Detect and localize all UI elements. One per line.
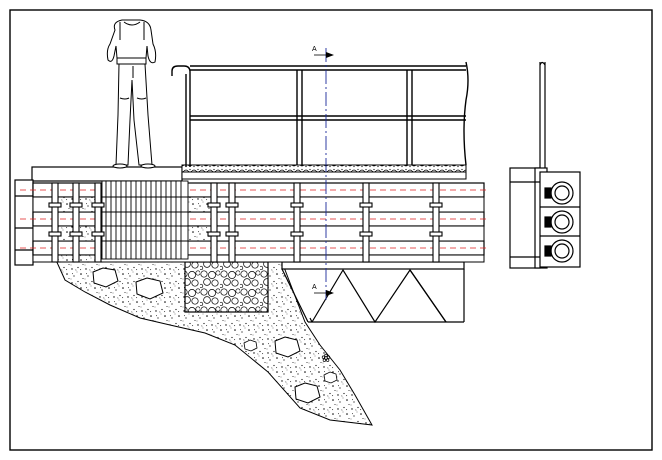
- pipe-clamp: [290, 231, 304, 237]
- gravel-deck: [181, 164, 467, 180]
- pipe-clamp: [207, 202, 221, 208]
- standing-person: [106, 19, 157, 169]
- drawing-frame: [9, 9, 653, 451]
- pipe-support-post: [51, 182, 59, 263]
- pipe-support-post: [94, 182, 102, 263]
- pipe-clamp: [290, 202, 304, 208]
- pipe-clamp: [429, 231, 443, 237]
- pipe-clamp: [48, 231, 62, 237]
- pipe-clamp: [225, 202, 239, 208]
- pipe-clamp: [91, 202, 105, 208]
- pipe-support-post: [228, 182, 236, 263]
- pipe-support-post: [72, 182, 80, 263]
- pipe-support-post: [210, 182, 218, 263]
- pipe-support-post: [362, 182, 370, 263]
- pipe-clamp: [429, 202, 443, 208]
- pipe-support-post: [432, 182, 440, 263]
- section-label-bottom: A: [312, 284, 317, 291]
- gravel-embankment: [54, 257, 373, 426]
- pipe-supports: [48, 182, 443, 263]
- railing: [171, 61, 469, 167]
- pipe-clamp: [207, 231, 221, 237]
- rubble-stone-foundation: [184, 261, 269, 313]
- pipe-clamp: [69, 202, 83, 208]
- pipe-clamp: [359, 231, 373, 237]
- pipe-clamp: [359, 202, 373, 208]
- pipe-clamp: [69, 231, 83, 237]
- pipe-clamp: [48, 202, 62, 208]
- triangular-truss: [281, 261, 465, 324]
- pipe-clamp: [225, 231, 239, 237]
- walkway-slab: [31, 166, 183, 182]
- bellows-section: [101, 180, 189, 260]
- pipe-support-post: [293, 182, 301, 263]
- section-a-a-view: [509, 61, 581, 269]
- pipe-frame-left: [14, 179, 34, 266]
- section-a-a-axis: A A: [312, 46, 334, 300]
- flower-icon: [321, 353, 331, 362]
- section-arrow-icon: [314, 52, 334, 296]
- pipe-centerlines: [20, 189, 490, 249]
- pipe-clamp: [91, 231, 105, 237]
- section-label-top: A: [312, 46, 317, 53]
